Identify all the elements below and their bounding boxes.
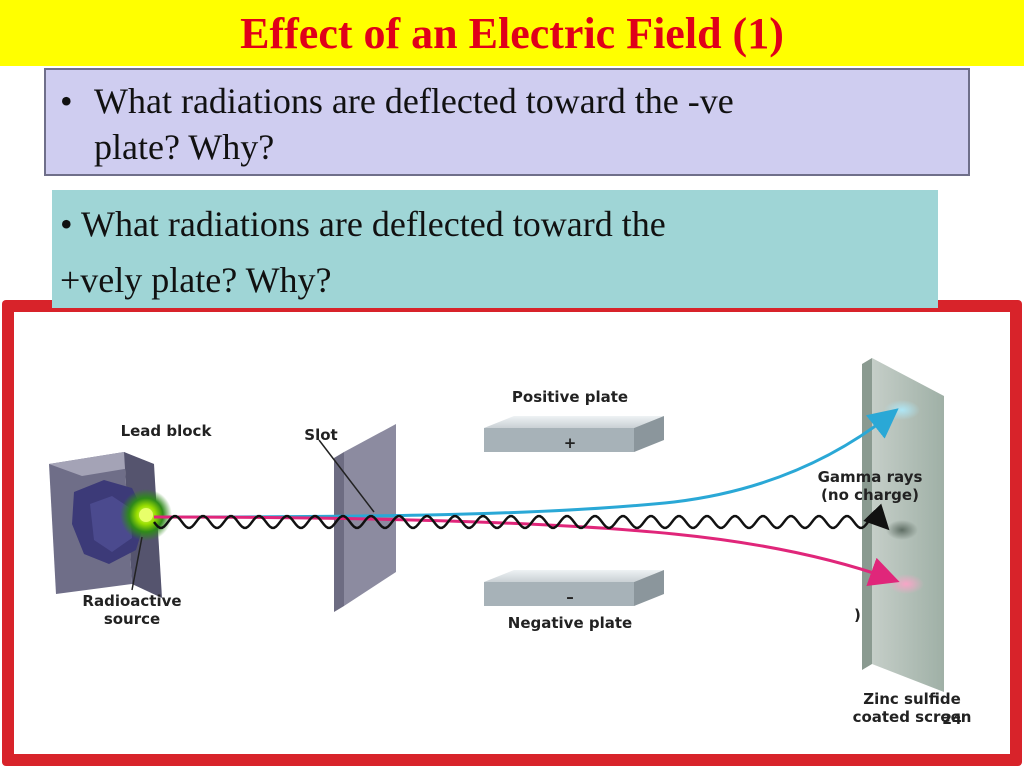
gamma-ray-beam [153, 503, 890, 531]
question-2-line-1: • What radiations are deflected toward t… [60, 196, 928, 252]
question-2-text-1: What radiations are deflected toward the [80, 204, 666, 244]
zinc-sulfide-screen [862, 358, 944, 692]
stray-mark: ) [854, 606, 861, 624]
bullet: • [60, 81, 73, 121]
screen-label-line-2: coated screen [853, 708, 972, 726]
gamma-rays-label-line-1: Gamma rays [818, 468, 923, 486]
question-2-line-2: +vely plate? Why? [60, 260, 332, 300]
lead-block [49, 452, 172, 598]
lead-block-label: Lead block [121, 422, 213, 440]
screen-label-line-1: Zinc sulfide [863, 690, 961, 708]
radioactive-source-label-line-1: Radioactive [82, 592, 181, 610]
slot-label: Slot [304, 426, 337, 444]
downward-beam-spot [888, 574, 924, 594]
question-1-line-1: What radiations are deflected toward the… [94, 81, 734, 121]
positive-sign: + [564, 434, 577, 452]
question-box-1: • What radiations are deflected toward t… [44, 68, 970, 176]
radioactive-source-core [139, 508, 153, 522]
downward-deflected-beam [153, 515, 900, 586]
deflection-diagram: + – Lead bloc [49, 358, 972, 728]
positive-plate [484, 416, 664, 452]
negative-plate-label: Negative plate [508, 614, 632, 632]
gamma-rays-label-line-2: (no charge) [821, 486, 919, 504]
slot-leader-line [318, 439, 375, 513]
page-number: 24 [942, 712, 962, 728]
diagram-panel: + – Lead bloc [14, 312, 1010, 754]
positive-plate-label: Positive plate [512, 388, 628, 406]
title-bar: Effect of an Electric Field (1) [0, 0, 1024, 66]
question-1-line-2: plate? Why? [94, 127, 275, 167]
gamma-spot [886, 520, 918, 540]
radioactive-source-label-line-2: source [104, 610, 160, 628]
question-box-2: • What radiations are deflected toward t… [52, 190, 938, 308]
negative-sign: – [566, 588, 574, 606]
slide-title: Effect of an Electric Field (1) [240, 8, 784, 58]
bullet: • [60, 204, 73, 244]
source-leader-line [131, 536, 143, 591]
diagram-frame: + – Lead bloc [2, 300, 1022, 766]
negative-plate [484, 570, 664, 606]
